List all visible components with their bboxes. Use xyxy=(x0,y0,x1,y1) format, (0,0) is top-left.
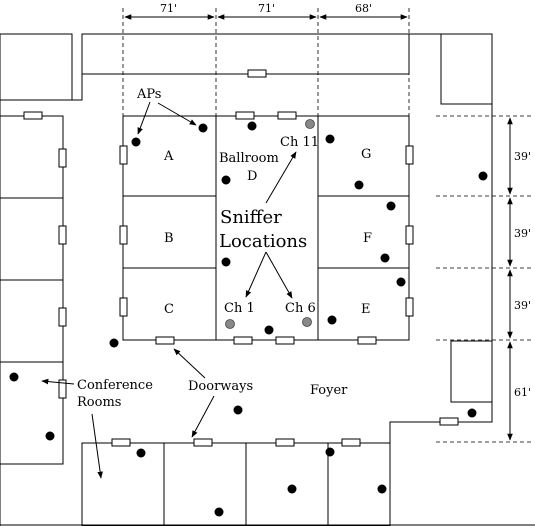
access-points xyxy=(9,121,488,517)
access-point xyxy=(136,448,146,458)
room-labels: A B C D E F G xyxy=(163,147,372,317)
access-point xyxy=(247,121,257,131)
top-dimensions: 71' 71' 68' xyxy=(122,2,410,116)
doors xyxy=(23,69,459,447)
door xyxy=(405,145,414,165)
access-point xyxy=(264,325,274,335)
access-point xyxy=(198,123,208,133)
door xyxy=(58,307,67,327)
access-point xyxy=(327,315,337,325)
door xyxy=(111,438,131,447)
room-label-a: A xyxy=(163,149,174,164)
ch6-label: Ch 6 xyxy=(285,301,316,316)
door xyxy=(58,225,67,245)
door xyxy=(58,148,67,168)
room-label-b: B xyxy=(164,231,174,246)
door xyxy=(58,379,67,399)
sniffer-label-line1: Sniffer xyxy=(220,207,282,228)
dim-right-2: 39' xyxy=(514,227,531,240)
door xyxy=(193,438,213,447)
dim-top-1: 71' xyxy=(160,2,177,15)
sniffer-label-line2: Locations xyxy=(219,231,307,252)
room-label-d: D xyxy=(247,169,257,184)
access-point xyxy=(287,484,297,494)
doorways-label: Doorways xyxy=(188,379,253,394)
arrow-sniffer-ch6 xyxy=(265,251,293,299)
door xyxy=(357,336,377,345)
ch1-label: Ch 1 xyxy=(224,301,255,316)
foyer-label: Foyer xyxy=(310,383,348,398)
door xyxy=(23,111,43,120)
door xyxy=(233,336,253,345)
access-point xyxy=(233,405,243,415)
access-point xyxy=(325,134,335,144)
door xyxy=(119,225,128,245)
access-point xyxy=(478,171,488,181)
sniffer-marker-ch1 xyxy=(225,319,235,329)
door xyxy=(275,336,295,345)
access-point xyxy=(109,338,119,348)
door xyxy=(277,111,297,120)
conference-label-line2: Rooms xyxy=(77,395,121,410)
access-point xyxy=(396,277,406,287)
sniffer-marker-ch11 xyxy=(305,119,315,129)
door xyxy=(119,145,128,165)
access-point xyxy=(325,447,335,457)
access-point xyxy=(377,484,387,494)
access-point xyxy=(467,408,477,418)
door xyxy=(439,417,459,426)
room-label-c: C xyxy=(164,302,174,317)
access-point xyxy=(221,257,231,267)
access-point xyxy=(354,180,364,190)
annotations: APs Ballroom Ch 11 Sniffer Locations Ch … xyxy=(77,87,348,410)
door xyxy=(119,297,128,317)
access-point xyxy=(380,253,390,263)
door xyxy=(405,225,414,245)
arrow-sniffer-ch1 xyxy=(245,251,267,298)
room-label-f: F xyxy=(363,231,372,246)
sniffer-markers xyxy=(225,119,315,329)
conference-label-line1: Conference xyxy=(77,378,153,393)
building-walls xyxy=(0,33,535,526)
arrow-doorways-up xyxy=(173,348,206,379)
access-point xyxy=(221,175,231,185)
room-label-g: G xyxy=(361,147,371,162)
right-dimensions: 39' 39' 39' 61' xyxy=(436,115,532,443)
door xyxy=(247,69,267,78)
room-label-e: E xyxy=(361,302,371,317)
arrow-conference-left xyxy=(41,378,75,385)
arrow-aps-2 xyxy=(157,102,197,126)
access-point xyxy=(386,201,396,211)
door xyxy=(275,438,295,447)
door xyxy=(235,111,255,120)
access-point xyxy=(9,372,19,382)
access-point xyxy=(131,137,141,147)
door xyxy=(341,438,361,447)
dim-top-3: 68' xyxy=(355,2,372,15)
dim-top-2: 71' xyxy=(258,2,275,15)
access-point xyxy=(45,431,55,441)
arrow-sniffer-ch11 xyxy=(265,151,297,204)
ch11-label: Ch 11 xyxy=(280,135,319,150)
dim-right-4: 61' xyxy=(514,386,531,399)
arrow-conference-down xyxy=(91,413,103,479)
dim-right-1: 39' xyxy=(514,150,531,163)
arrow-doorways-down xyxy=(191,395,215,438)
access-point xyxy=(214,507,224,517)
door xyxy=(155,336,175,345)
door xyxy=(405,297,414,317)
ballroom-label: Ballroom xyxy=(219,151,279,166)
arrows xyxy=(41,101,297,479)
aps-label: APs xyxy=(136,87,161,102)
dim-right-3: 39' xyxy=(514,299,531,312)
arrow-aps-1 xyxy=(137,101,151,135)
sniffer-marker-ch6 xyxy=(302,317,312,327)
